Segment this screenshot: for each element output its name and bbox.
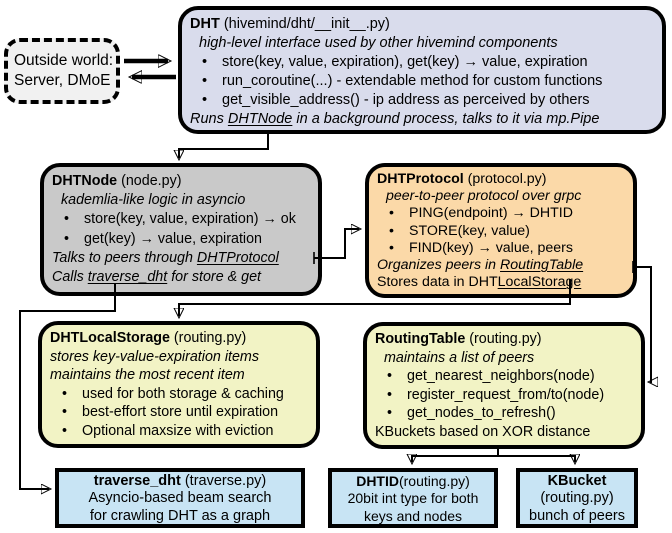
routingtable-reference: RoutingTable [500,257,584,274]
dht-footer: Runs DHTNode in a background process, ta… [190,111,600,127]
dhtid-box: DHTID(routing.py) 20bit int type for bot… [328,468,498,528]
dhtprotocol-box: DHTProtocol (protocol.py) peer-to-peer p… [365,163,637,298]
dht-box: DHT (hivemind/dht/__init__.py) high-leve… [178,6,666,134]
dhtnode-reference: DHTNode [227,111,293,127]
kbucket-line-1: bunch of peers [529,507,625,524]
outside-world-box: Outside world: Server, DMoE [4,38,120,104]
dhtprotocol-file-name: (protocol.py) [463,171,547,187]
dhtprotocol-title: DHTProtocol (protocol.py) [377,171,625,188]
dhtid-line-1: 20bit int type for both [347,490,479,507]
dhtnode-footer-protocol: Talks to peers through DHTProtocol [52,249,279,266]
localstorage-reference: LocalStorage [497,274,582,291]
routingtable-title: RoutingTable (routing.py) [375,330,633,349]
traverse-dht-box: traverse_dht (traverse.py) Asyncio-based… [55,468,305,528]
dhtlocalstorage-class-name: DHTLocalStorage [50,330,170,346]
dhtprotocol-bullet-find: FIND(key) → value, peers [377,240,625,257]
dht-description: high-level interface used by other hivem… [199,35,558,51]
routingtable-bullet-neighbors: get_nearest_neighbors(node) [375,367,633,386]
traverse-dht-line-1: Asyncio-based beam search [88,490,272,507]
routingtable-class-name: RoutingTable [375,331,466,347]
dhtlocalstorage-description-2: maintains the most recent item [50,367,245,384]
arrow-dht-to-dhtnode [179,133,269,158]
dht-title: DHT (hivemind/dht/__init__.py) [190,15,654,34]
line-routingtable-split [412,448,575,457]
dhtnode-class-name: DHTNode [52,173,118,189]
dhtlocalstorage-description-1: stores key-value-expiration items [50,348,259,365]
routingtable-box: RoutingTable (routing.py) maintains a li… [363,322,645,449]
routingtable-file-name: (routing.py) [465,331,542,347]
traverse-dht-title: traverse_dht (traverse.py) [59,473,301,490]
routingtable-bullet-register: register_request_from/to(node) [375,386,633,405]
dht-bullet-store: store(key, value, expiration), get(key) … [190,53,654,72]
dhtprotocol-reference: DHTProtocol [196,249,279,266]
dht-bullet-run-coroutine: run_coroutine(...) - extendable method f… [190,72,654,91]
dhtlocalstorage-bullet-maxsize: Optional maxsize with eviction [50,422,308,441]
traverse-dht-line-2: for crawling DHT as a graph [89,507,271,524]
dhtlocalstorage-title: DHTLocalStorage (routing.py) [50,329,308,348]
dhtprotocol-bullet-ping: PING(endpoint) → DHTID [377,205,625,222]
dhtnode-title: DHTNode (node.py) [52,172,310,191]
dhtnode-bullet-store: store(key, value, expiration) → ok [52,210,310,229]
dhtid-title: DHTID(routing.py) [332,473,494,490]
dht-bullet-get-visible-address: get_visible_address() - ip address as pe… [190,91,654,110]
dhtid-line-2: keys and nodes [363,507,463,524]
kbucket-title: KBucket [547,473,607,489]
dhtprotocol-footer-localstorage: Stores data in DHTLocalStorage [377,274,582,291]
dhtlocalstorage-bullet-besteffort: best-effort store until expiration [50,403,308,422]
dht-class-name: DHT [190,16,220,32]
kbucket-box: KBucket (routing.py) bunch of peers [516,468,638,528]
dhtid-file-name: (routing.py) [398,473,470,489]
dhtnode-bullet-get: get(key) → value, expiration [52,230,310,249]
routingtable-bullet-refresh: get_nodes_to_refresh() [375,404,633,423]
dhtprotocol-footer-routingtable: Organizes peers in RoutingTable [377,257,584,274]
dhtid-class-name: DHTID [356,473,399,489]
dht-file-name: (hivemind/dht/__init__.py) [219,16,390,32]
routingtable-footer: KBuckets based on XOR distance [375,423,591,440]
dhtlocalstorage-bullet-usage: used for both storage & caching [50,385,308,404]
dhtprotocol-class-name: DHTProtocol [377,171,464,187]
routingtable-description: maintains a list of peers [384,349,535,366]
dhtprotocol-bullet-store: STORE(key, value) [377,223,625,240]
dhtnode-description: kademlia-like logic in asyncio [61,192,246,209]
traverse-dht-reference: traverse_dht [87,269,168,286]
outside-world-line1: Outside world: [14,52,114,69]
dhtlocalstorage-box: DHTLocalStorage (routing.py) stores key-… [38,321,320,448]
dhtnode-footer-traverse: Calls traverse_dht for store & get [52,269,262,286]
outside-world-line2: Server, DMoE [14,72,111,89]
dhtlocalstorage-file-name: (routing.py) [169,330,247,346]
dhtprotocol-description: peer-to-peer protocol over grpc [386,188,582,205]
traverse-dht-file-name: (traverse.py) [180,473,267,489]
kbucket-file-name: (routing.py) [540,490,614,507]
dhtnode-box: DHTNode (node.py) kademlia-like logic in… [40,163,322,296]
traverse-dht-function-name: traverse_dht [93,473,181,489]
dhtnode-file-name: (node.py) [117,173,182,189]
